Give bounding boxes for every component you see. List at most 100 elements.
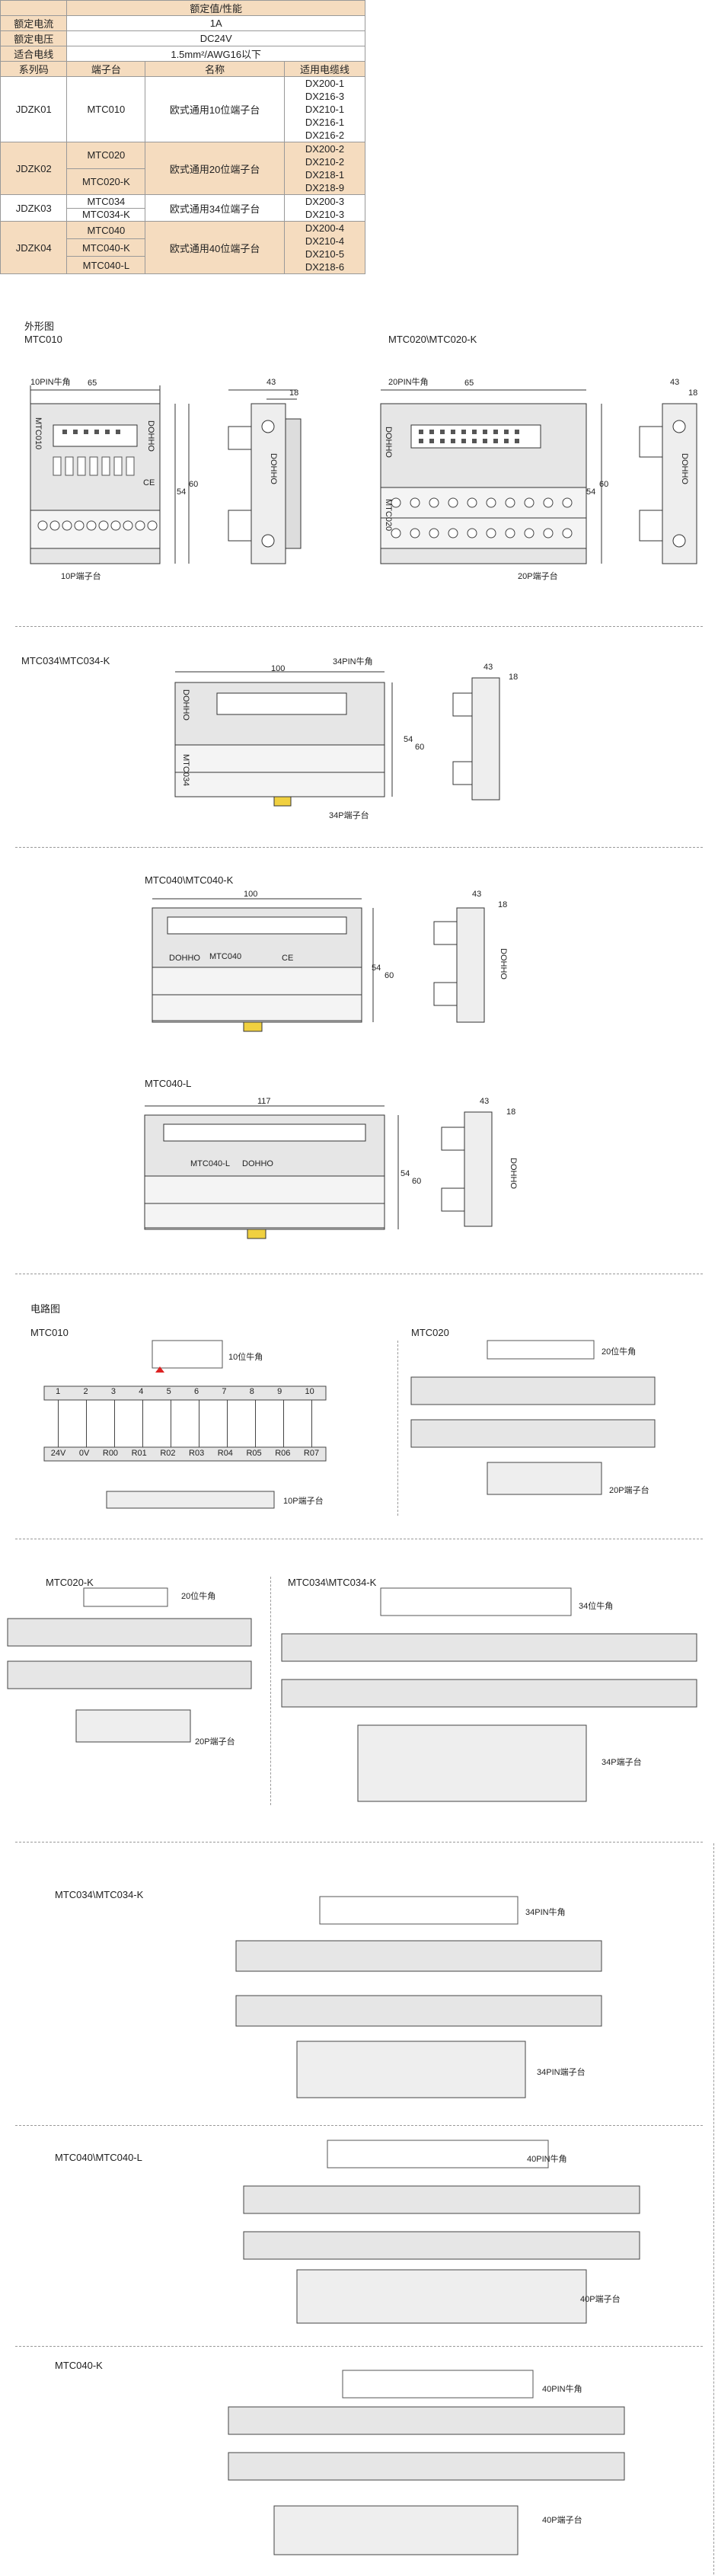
mtc010-h2: 60 <box>189 480 199 489</box>
mtc020-terminal-label: 20P端子台 <box>609 1486 649 1495</box>
mtc010-model-mark: MTC010 <box>34 417 43 450</box>
mtc040l-outline-drawing <box>144 1105 493 1239</box>
spec-series-code: JDZK04 <box>0 221 68 274</box>
mtc010-bottom-label: R01 <box>131 1449 147 1458</box>
circuit-mtc020-title: MTC020 <box>411 1327 449 1338</box>
spec-model: MTC040-L <box>66 256 146 274</box>
spec-cable: DX216-1 <box>305 117 345 128</box>
spec-value: 1A <box>66 15 365 31</box>
circuit-title: 电路图 <box>30 1303 61 1315</box>
mtc040l-h2: 60 <box>412 1177 422 1186</box>
mtc040-width: 100 <box>244 890 258 899</box>
spec-key: 额定电流 <box>0 15 68 31</box>
mtc020-brand-mark: DOHHO <box>384 427 393 458</box>
spec-cable: DX200-1 <box>305 78 345 89</box>
mtc040-side2: 18 <box>498 900 508 909</box>
spec-cable: DX210-1 <box>305 104 345 115</box>
outline-mtc020-title: MTC020\MTC020-K <box>388 334 477 345</box>
spec-header-row: 系列码端子台名称适用电缆线 <box>0 61 366 77</box>
divider-vertical <box>713 1843 714 2574</box>
circuit-mtc020k-title: MTC020-K <box>46 1577 94 1588</box>
divider <box>15 2346 703 2347</box>
mtc020k-circuit-drawing <box>7 1587 252 1743</box>
outline-mtc034-title: MTC034\MTC034-K <box>21 655 110 666</box>
mtc020-side1: 43 <box>670 378 680 387</box>
mtc034b-pin-label: 34PIN牛角 <box>525 1908 566 1917</box>
outline-mtc010-title: MTC010 <box>24 334 62 345</box>
spec-model-row: MTC034-K <box>1 207 365 222</box>
mtc034-h1: 54 <box>404 735 413 744</box>
mtc034a-terminal-label: 34P端子台 <box>602 1758 642 1767</box>
mtc034a-circuit-drawing <box>281 1587 697 1802</box>
mtc010-top-number: 8 <box>249 1387 254 1396</box>
mtc010-top-number: 4 <box>139 1387 144 1396</box>
mtc034-h2: 60 <box>415 743 425 752</box>
divider <box>15 1842 703 1843</box>
spec-name: 欧式通用20位端子台 <box>145 142 285 195</box>
mtc010-ce-mark: CE <box>143 478 155 487</box>
spec-model: MTC020 <box>66 142 146 169</box>
mtc010-top-number: 7 <box>222 1387 227 1396</box>
mtc040-outline-drawing <box>152 898 485 1032</box>
mtc020-circuit-drawing <box>410 1340 656 1495</box>
mtc010-brand-mark: DOHHO <box>146 420 155 452</box>
mtc034-outline-drawing <box>174 671 500 807</box>
mtc040l-side2: 18 <box>506 1107 516 1117</box>
spec-model: MTC040 <box>66 221 146 239</box>
spec-model-row: MTC040-L <box>1 256 365 274</box>
mtc040-circuit-drawing <box>243 2140 640 2324</box>
mtc040k-circuit-drawing <box>228 2370 625 2555</box>
mtc040-ce-mark: CE <box>282 954 294 963</box>
mtc010-pin-label: 10PIN牛角 <box>30 378 71 387</box>
mtc040l-width: 117 <box>257 1097 271 1106</box>
mtc020-pin-label: 20PIN牛角 <box>388 378 429 387</box>
spec-value: 额定值/性能 <box>66 0 365 16</box>
mtc020-side-brand: DOHHO <box>680 453 689 484</box>
mtc010-bottom-label: R02 <box>160 1449 176 1458</box>
circuit-mtc034b-title: MTC034\MTC034-K <box>55 1889 144 1900</box>
spec-cable: DX216-2 <box>305 129 345 141</box>
mtc040-side-brand: DOHHO <box>499 948 508 980</box>
divider-vertical <box>397 1341 398 1516</box>
mtc020-pin-label: 20位牛角 <box>602 1347 637 1357</box>
mtc020-h1: 54 <box>586 487 596 497</box>
mtc040-side1: 43 <box>472 890 482 899</box>
spec-value: DC24V <box>66 30 365 46</box>
spec-cable: DX210-3 <box>305 209 345 220</box>
mtc010-side-brand: DOHHO <box>269 453 278 484</box>
spec-series-code: JDZK01 <box>0 76 68 142</box>
mtc020-h2: 60 <box>599 480 609 489</box>
mtc040l-model-mark: MTC040-L <box>190 1159 230 1168</box>
mtc010-top-number: 1 <box>56 1387 61 1396</box>
outline-mtc040l-title: MTC040-L <box>145 1078 192 1089</box>
spec-cable: DX200-3 <box>305 196 345 207</box>
mtc010-h1: 54 <box>177 487 187 497</box>
mtc034b-terminal-label: 34PIN端子台 <box>537 2068 586 2077</box>
mtc034a-pin-label: 34位牛角 <box>579 1602 614 1611</box>
mtc010-top-number: 6 <box>194 1387 199 1396</box>
mtc040l-side1: 43 <box>480 1097 490 1106</box>
mtc010-outline-drawing <box>30 385 302 564</box>
spec-cable: DX218-1 <box>305 169 345 181</box>
circuit-mtc010-title: MTC010 <box>30 1327 69 1338</box>
spec-model-row: MTC040-K <box>1 238 365 257</box>
spec-cable: DX210-2 <box>305 156 345 168</box>
mtc010-side2: 18 <box>289 388 299 398</box>
spec-cable: DX210-5 <box>305 248 345 260</box>
spec-cable: DX218-6 <box>305 261 345 273</box>
spec-cable: DX200-4 <box>305 222 345 234</box>
mtc010-bottom-label: 24V <box>50 1449 66 1458</box>
mtc040k-pin-label: 40PIN牛角 <box>542 2385 582 2394</box>
mtc040l-h1: 54 <box>400 1169 410 1178</box>
mtc034b-circuit-drawing <box>235 1896 602 2098</box>
spec-model: MTC040-K <box>66 238 146 257</box>
